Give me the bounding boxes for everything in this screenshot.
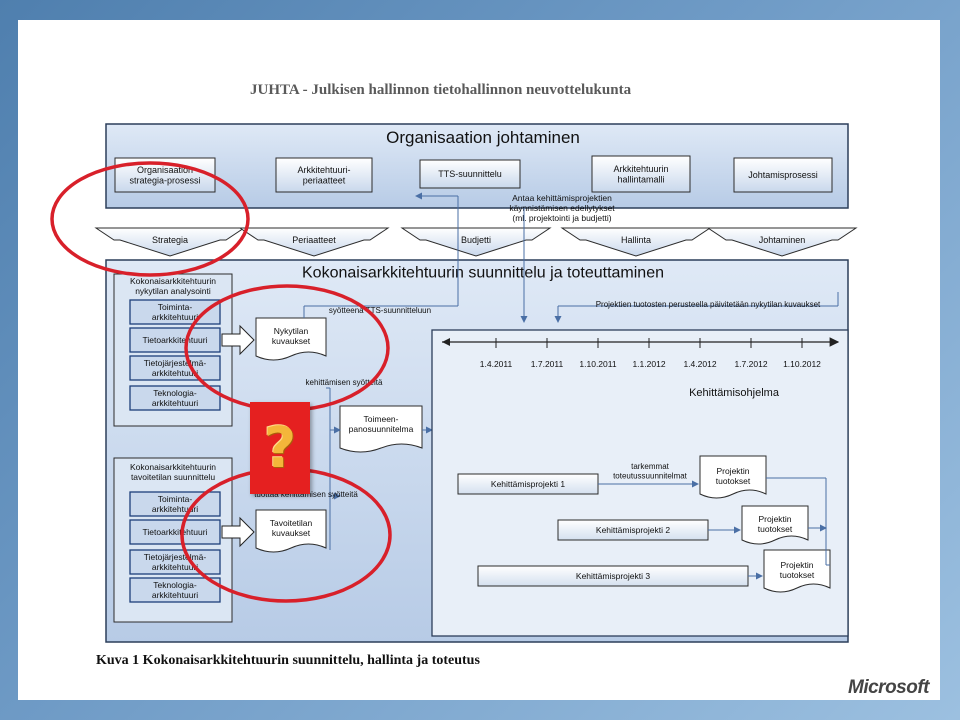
- flow-arrow: [238, 227, 390, 257]
- flow-arrow: [706, 227, 858, 257]
- highlight-ellipse: [50, 161, 250, 277]
- timeline-arrow-left: [442, 338, 450, 346]
- current-arch-label: Toiminta-arkkitehtuuri: [152, 302, 198, 322]
- question-mark-box: ?: [250, 402, 310, 494]
- org-box: [275, 157, 373, 193]
- implementation-plan-doc: [339, 405, 423, 453]
- org-box: [419, 159, 521, 189]
- flow-arrow: [94, 227, 246, 257]
- flow-arrow: [400, 227, 552, 257]
- timeline-date-label: 1.7.2011: [531, 359, 564, 369]
- current-arch-label: Teknologia-arkkitehtuuri: [152, 388, 198, 408]
- flow-arrow-label: Hallinta: [621, 235, 651, 245]
- current-to-doc-arrow: [221, 324, 255, 356]
- produce-input-label: tuottaa kehittämisen syötteitä: [254, 490, 358, 499]
- current-arch-box: [129, 385, 221, 411]
- target-to-doc-arrow: [221, 516, 255, 548]
- question-mark: ?: [263, 415, 297, 481]
- project-output-doc: [741, 505, 809, 545]
- target-arch-label: Teknologia-arkkitehtuuri: [152, 580, 198, 600]
- target-arch-box: [129, 577, 221, 603]
- development-program-title: Kehittämisohjelma: [689, 387, 780, 399]
- org-management-title: Organisaation johtaminen: [386, 128, 580, 147]
- target-arch-box: [129, 549, 221, 575]
- current-arch-box: [129, 327, 221, 353]
- timeline-date-label: 1.7.2012: [734, 359, 767, 369]
- project-label: Kehittämisprojekti 3: [576, 571, 650, 581]
- tts-input-label: syötteenä TTS-suunnitteluun: [329, 306, 431, 315]
- flow-arrow-label: Johtaminen: [759, 235, 806, 245]
- target-state-doc: [255, 509, 327, 553]
- target-arch-box: [129, 519, 221, 545]
- current-state-doc: [255, 317, 327, 361]
- org-box-label: Johtamisprosessi: [748, 170, 818, 180]
- project-label: Kehittämisprojekti 1: [491, 479, 565, 489]
- figure-caption: Kuva 1 Kokonaisarkkitehtuurin suunnittel…: [96, 653, 480, 668]
- target-arch-label: Tietoarkkitehtuuri: [143, 527, 208, 537]
- flow-arrow-label: Budjetti: [461, 235, 491, 245]
- project-output-doc: [699, 455, 767, 499]
- flow-arrow-label: Periaatteet: [292, 235, 336, 245]
- timeline-date-label: 1.4.2011: [480, 359, 513, 369]
- org-box: [591, 155, 691, 193]
- target-arch-label: Tietojärjestelmä-arkkitehtuuri: [144, 552, 207, 572]
- flow-arrow-label: Strategia: [152, 235, 188, 245]
- target-arch-box: [129, 491, 221, 517]
- timeline-date-label: 1.10.2011: [579, 359, 616, 369]
- org-box-label: TTS-suunnittelu: [438, 169, 502, 179]
- current-arch-label: Tietojärjestelmä-arkkitehtuuri: [144, 358, 207, 378]
- implementation-plan-label: Toimeen-panosuunnitelma: [349, 414, 414, 434]
- flow-arrow: [560, 227, 712, 257]
- dev-input-label: kehittämisen syötteitä: [306, 378, 383, 387]
- org-box-label: Arkkitehtuuri-periaatteet: [297, 165, 350, 185]
- timeline-date-label: 1.10.2012: [783, 359, 821, 369]
- current-arch-box: [129, 355, 221, 381]
- microsoft-logo: Microsoft: [848, 677, 930, 698]
- timeline-date-label: 1.1.2012: [632, 359, 665, 369]
- main-panel-title: Kokonaisarkkitehtuurin suunnittelu ja to…: [302, 265, 664, 282]
- project-label: Kehittämisprojekti 2: [596, 525, 670, 535]
- target-arch-label: Toiminta-arkkitehtuuri: [152, 494, 198, 514]
- update-label: Projektien tuotosten perusteella päivite…: [596, 300, 821, 309]
- document-header: JUHTA - Julkisen hallinnon tietohallinno…: [250, 82, 632, 98]
- current-arch-label: Tietoarkkitehtuuri: [143, 335, 208, 345]
- project-output-doc: [763, 549, 831, 593]
- org-box: [733, 157, 833, 193]
- timeline-date-label: 1.4.2012: [683, 359, 716, 369]
